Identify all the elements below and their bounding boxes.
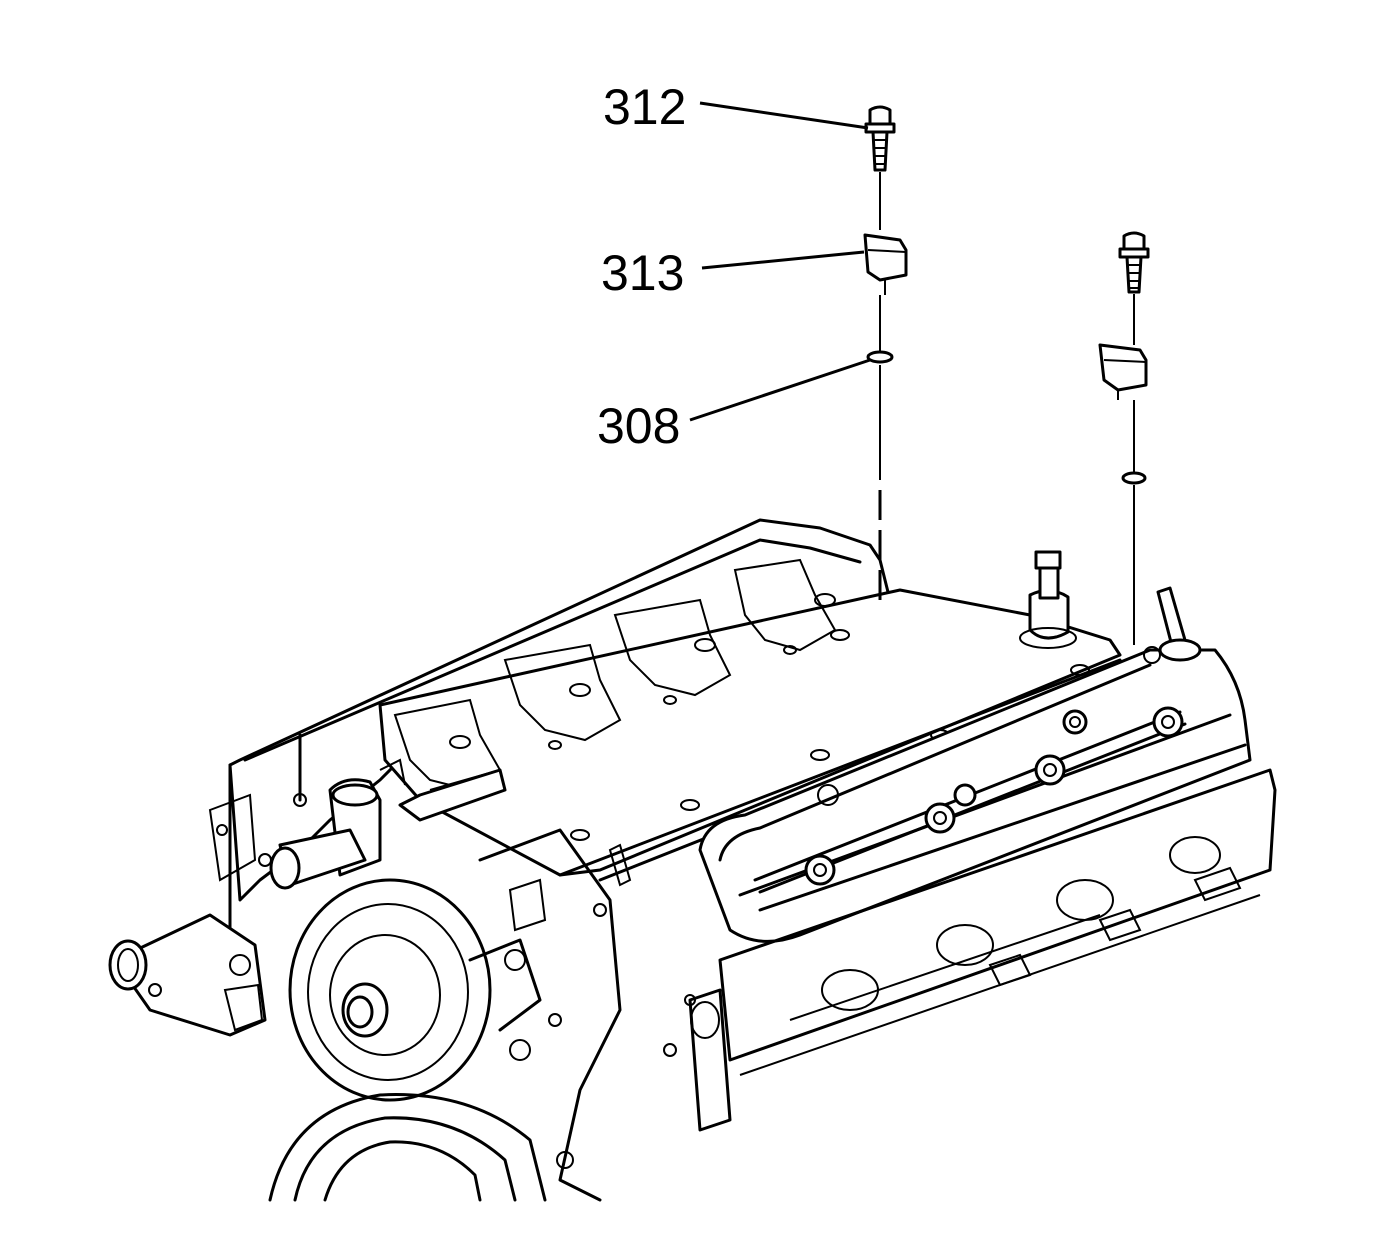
callout-label-313: 313 [601, 245, 684, 301]
left-fastener-stack [863, 105, 908, 600]
leader-line-313 [701, 250, 865, 270]
leader-line-312 [699, 101, 869, 130]
callout-313: 313 [601, 245, 865, 301]
harmonic-balancer [268, 1093, 574, 1202]
bracket-313 [863, 233, 908, 352]
washer-308 [866, 350, 894, 600]
callout-308: 308 [597, 358, 871, 454]
callout-label-308: 308 [597, 398, 680, 454]
engine-block [108, 518, 1277, 1202]
callout-312: 312 [603, 79, 869, 135]
intake-bolt-holes [449, 593, 1090, 841]
water-pump-pulley [288, 878, 492, 1102]
right-valve-cover [698, 586, 1252, 943]
front-cover [108, 778, 382, 1037]
right-fastener-stack [1098, 231, 1150, 645]
bolt-312 [864, 105, 896, 230]
right-cylinder-head [688, 768, 1277, 1132]
leader-line-308 [689, 358, 871, 422]
callout-label-312: 312 [603, 79, 686, 135]
intake-sensor [1019, 550, 1077, 649]
